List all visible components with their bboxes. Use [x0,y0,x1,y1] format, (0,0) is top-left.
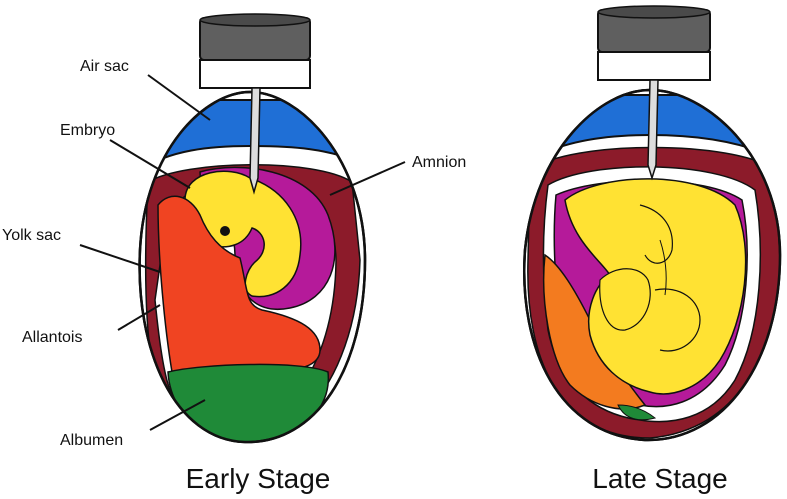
late-stage-caption: Late Stage [592,463,727,494]
late-needle-hub [597,51,711,81]
embryo-label: Embryo [60,122,115,139]
embryo-leader [109,139,191,189]
early-stage-egg [138,90,367,444]
late-embryo-leg [654,288,701,352]
late-needle [597,5,711,181]
allantois-leader [117,304,161,331]
early-stage-caption: Early Stage [186,463,331,494]
air-sac-leader [147,74,211,121]
allantois-label: Allantois [22,329,82,346]
amnion-label: Amnion [412,154,466,171]
early-needle-shaft [249,87,261,195]
late-embryo-wing [599,268,651,331]
early-needle [199,13,311,195]
yolk-sac-label: Yolk sac [2,227,61,244]
albumen-leader [149,399,206,431]
late-albumen [617,404,657,421]
early-albumen [167,363,330,443]
early-needle-hub [199,59,311,89]
early-embryo-eye [220,226,230,236]
late-embryo-beak [639,204,673,264]
late-needle-shaft [647,79,659,181]
labels: Air sac Embryo Amnion Yolk sac Allantois… [2,58,466,449]
albumen-label: Albumen [60,432,123,449]
air-sac-label: Air sac [80,58,129,75]
amnion-leader [329,161,406,196]
late-stage-egg [523,88,782,442]
yolk-sac-leader [79,244,161,273]
early-yolk-sac [157,195,321,373]
